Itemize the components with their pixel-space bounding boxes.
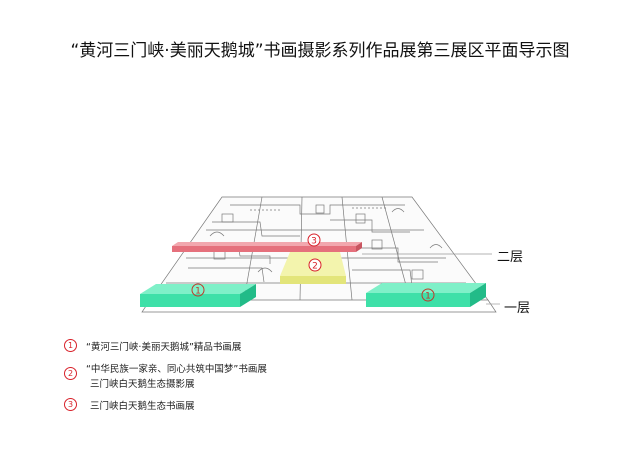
marker-1-right: 1 — [421, 288, 435, 302]
marker-1-left-label: 1 — [195, 287, 201, 297]
legend-number-3: 3 — [64, 398, 77, 411]
floor-label-upper: 二层 — [497, 250, 524, 265]
marker-3-label: 3 — [311, 237, 317, 247]
legend-number-1: 1 — [64, 339, 77, 352]
legend-text-1: “黄河三门峡·美丽天鹅城”精品书画展 — [86, 342, 242, 353]
marker-1-right-label: 1 — [425, 292, 431, 302]
legend-number-2: 2 — [64, 367, 77, 380]
marker-2: 2 — [308, 258, 322, 272]
floor-label-lower: 一层 — [504, 301, 531, 316]
marker-3: 3 — [307, 233, 321, 247]
page-title: “黄河三门峡·美丽天鹅城”书画摄影系列作品展第三展区平面导示图 — [70, 41, 570, 61]
legend-text-3: 三门峡白天鹅生态书画展 — [90, 401, 195, 412]
legend-text-2b: 三门峡白天鹅生态摄影展 — [90, 379, 195, 390]
exhibit-zone-1-right — [366, 283, 486, 307]
marker-1-left: 1 — [191, 283, 205, 297]
floor-leader-lines — [362, 253, 500, 305]
legend-text-2a: “中华民族一家亲、同心共筑中国梦”书画展 — [86, 364, 267, 375]
marker-2-label: 2 — [312, 262, 318, 272]
exhibit-zone-1-left — [140, 284, 256, 307]
exhibit-zone-3 — [172, 242, 362, 252]
